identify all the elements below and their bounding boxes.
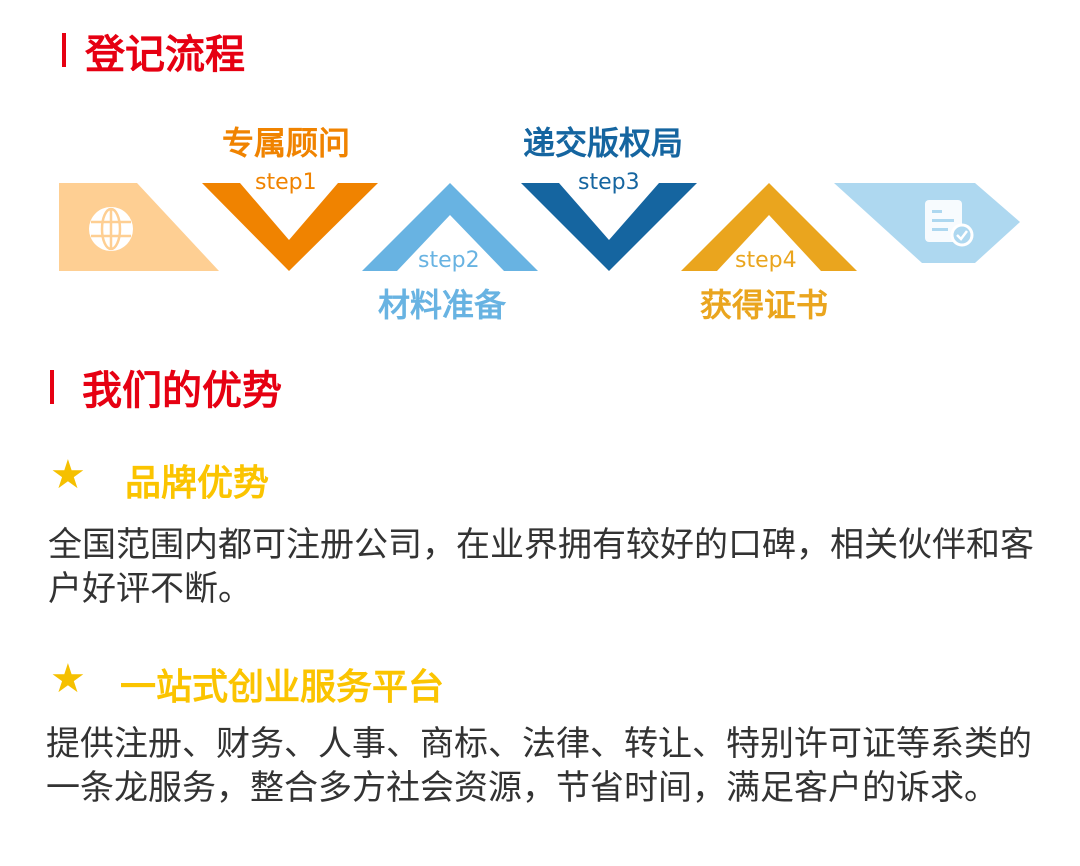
step1-label: 专属顾问: [222, 124, 351, 162]
advantage-title: 一站式创业服务平台: [120, 667, 445, 708]
process-title: 登记流程: [85, 32, 245, 78]
step1-shape: [202, 183, 378, 271]
step1-number: step1: [255, 170, 317, 195]
title-bar: [50, 370, 54, 404]
star-icon: ★: [50, 452, 86, 498]
process-diagram: [59, 183, 1020, 271]
start-shape: [59, 183, 219, 271]
step4-label: 获得证书: [700, 286, 829, 324]
step3-shape: [521, 183, 697, 271]
step2-label: 材料准备: [378, 286, 507, 324]
step2-shape: [362, 183, 538, 271]
advantage-title: 品牌优势: [125, 463, 270, 504]
advantage-text: 提供注册、财务、人事、商标、法律、转让、特别许可证等系类的一条龙服务，整合多方社…: [46, 724, 1032, 808]
step4-number: step4: [735, 248, 797, 273]
document-check-icon: [925, 200, 974, 247]
step3-number: step3: [578, 170, 640, 195]
step3-label: 递交版权局: [523, 124, 684, 162]
advantages-title: 我们的优势: [82, 368, 282, 414]
star-icon: ★: [50, 656, 86, 702]
step2-number: step2: [418, 248, 480, 273]
step4-shape: [681, 183, 857, 271]
advantage-text: 全国范围内都可注册公司，在业界拥有较好的口碑，相关伙伴和客户好评不断。: [48, 525, 1034, 609]
globe-icon: [89, 207, 133, 251]
title-bar: [62, 33, 66, 67]
